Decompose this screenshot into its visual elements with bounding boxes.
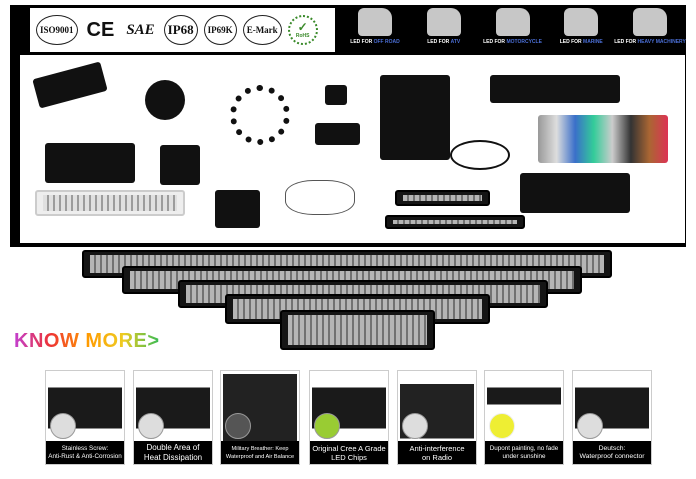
feature-caption: Waterproof connector <box>579 452 645 460</box>
know-more-link[interactable]: KNOW MORE> <box>14 330 160 352</box>
mounting-bracket <box>32 61 108 109</box>
certification-strip: ISO9001 CE SAE IP68 IP69K E-Mark ✓RoHS <box>30 8 335 52</box>
feature-caption: Stainless Screw: <box>61 444 109 452</box>
sun-icon <box>489 413 515 439</box>
breather-icon <box>225 413 251 439</box>
connector-icon <box>577 413 603 439</box>
vehicle-prefix: LED FOR <box>614 39 637 45</box>
feature-caption: Military Breather: Keep <box>231 445 289 452</box>
light-bar-5 <box>280 310 435 350</box>
rgb-controller <box>285 180 355 215</box>
heatsink-icon <box>138 413 164 439</box>
vehicle-name: HEAVY MACHINERY <box>637 39 686 45</box>
rohs-badge: ✓RoHS <box>287 15 318 45</box>
vehicle-offroad: LED FOR OFF ROAD <box>345 8 405 52</box>
motorcycle-icon <box>495 8 530 36</box>
white-light-bar <box>35 190 185 216</box>
vehicle-atv: LED FOR ATV <box>414 8 474 52</box>
feature-caption: under sunshine <box>502 452 546 460</box>
feature-caption: on Radio <box>421 452 453 462</box>
feature-caption: LED Chips <box>331 452 367 462</box>
rohs-label: RoHS <box>295 32 310 39</box>
wiring-harness <box>450 140 510 170</box>
excavator-icon <box>633 8 667 36</box>
mount-clamps <box>230 85 290 145</box>
accessories-area <box>20 55 685 243</box>
sae-logo: SAE <box>126 21 155 38</box>
light-covers <box>538 115 668 163</box>
pod-lights <box>520 173 630 213</box>
rocker-switches <box>490 75 620 103</box>
vehicle-prefix: LED FOR <box>559 39 582 45</box>
radio-icon <box>402 413 428 439</box>
feature-caption: Dupont painting, no fade <box>489 444 559 452</box>
single-row-light-bar <box>385 215 525 229</box>
work-light <box>325 85 347 105</box>
feature-stainless-screw: Stainless Screw:Anti-Rust & Anti-Corrosi… <box>45 370 125 465</box>
vehicle-name: MARINE <box>583 39 603 45</box>
vehicle-prefix: LED FOR <box>483 39 506 45</box>
ce-mark: CE <box>86 18 115 41</box>
offroad-icon <box>358 8 392 36</box>
brackets <box>160 145 200 185</box>
atv-icon <box>426 8 461 36</box>
display-stand <box>380 75 450 160</box>
vehicle-prefix: LED FOR <box>427 39 450 45</box>
vehicle-motorcycle: LED FOR MOTORCYCLE <box>483 8 543 52</box>
square-work-light <box>215 190 260 228</box>
vehicle-name: MOTORCYCLE <box>506 39 542 45</box>
check-icon: ✓ <box>297 19 308 34</box>
iso9001-badge: ISO9001 <box>36 15 78 45</box>
feature-caption: Heat Dissipation <box>143 452 203 462</box>
slim-light-bar <box>395 190 490 206</box>
small-light-bar <box>315 123 360 145</box>
feature-caption: Double Area of <box>146 442 200 452</box>
feature-caption: Waterproof and Air Balance <box>225 453 295 460</box>
feature-deutsch-connector: Deutsch:Waterproof connector <box>572 370 652 465</box>
vehicle-name: ATV <box>450 39 461 45</box>
vehicle-applications: LED FOR OFF ROAD LED FOR ATV LED FOR MOT… <box>345 8 686 52</box>
emark-badge: E-Mark <box>242 15 282 45</box>
rock-lights <box>45 143 135 183</box>
clamp-mount <box>145 80 185 120</box>
feature-caption: Original Cree A Grade <box>312 443 386 453</box>
ip69k-badge: IP69K <box>203 15 237 45</box>
feature-caption: Anti-interference <box>409 443 465 453</box>
vehicle-heavy-machinery: LED FOR HEAVY MACHINERY <box>614 8 686 52</box>
vehicle-marine: LED FOR MARINE <box>551 8 611 52</box>
feature-caption: Anti-Rust & Anti-Corrosion <box>48 452 122 460</box>
vehicle-prefix: LED FOR <box>350 39 373 45</box>
vehicle-name: OFF ROAD <box>373 39 400 45</box>
screw-icon <box>50 413 76 439</box>
ip68-badge: IP68 <box>163 15 198 45</box>
feature-caption: Deutsch: <box>598 444 626 452</box>
led-chip-icon <box>314 413 340 439</box>
boat-icon <box>564 8 599 36</box>
